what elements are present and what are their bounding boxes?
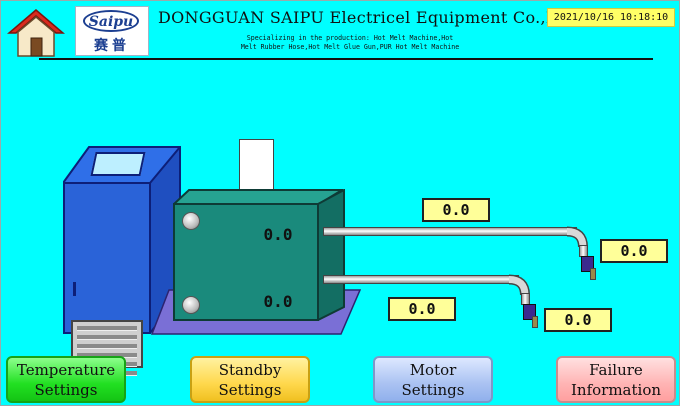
motor-settings-label-2: Settings: [401, 380, 465, 399]
glue-gun-upper-nozzle: [590, 268, 596, 280]
motor-settings-label-1: Motor: [409, 360, 457, 379]
standby-settings-label-2: Settings: [218, 380, 282, 399]
standby-settings-button[interactable]: Standby Settings: [190, 356, 310, 403]
temperature-settings-button[interactable]: Temperature Settings: [6, 356, 126, 403]
hose-upper: [323, 227, 577, 236]
failure-information-label-2: Information: [570, 380, 662, 399]
header-divider: [39, 58, 653, 60]
cabinet-display-window: [90, 152, 146, 176]
hose-lower: [323, 275, 519, 284]
home-button[interactable]: [6, 7, 66, 59]
logo-brand-cn: 赛普: [94, 38, 130, 54]
temperature-settings-label-2: Settings: [34, 380, 98, 399]
hose-upper-temperature[interactable]: 0.0: [422, 198, 490, 222]
home-icon: [6, 9, 66, 57]
tank-side: [317, 189, 345, 321]
temperature-settings-label-1: Temperature: [16, 360, 116, 379]
tagline-line-1: Specializing in the production: Hot Melt…: [246, 34, 454, 42]
logo-brand: Saipu: [83, 10, 139, 32]
tagline-line-2: Melt Rubber Hose,Hot Melt Glue Gun,PUR H…: [240, 43, 460, 51]
failure-information-label-1: Failure: [589, 360, 643, 379]
hose-lower-bend: [509, 274, 530, 296]
company-name: DONGGUAN SAIPU Electricel Equipment Co.,…: [158, 8, 575, 27]
hose-upper-bend: [567, 226, 588, 248]
gun-upper-temperature[interactable]: 0.0: [600, 239, 668, 263]
tank-lower-temperature: 0.0: [263, 292, 293, 311]
hose-lower-temperature[interactable]: 0.0: [388, 297, 456, 321]
tank-lower-knob: [182, 296, 200, 314]
datetime-display: 2021/10/16 10:18:10: [547, 8, 675, 27]
motor-settings-button[interactable]: Motor Settings: [373, 356, 493, 403]
glue-gun-lower-nozzle: [532, 316, 538, 328]
tank-upper-temperature: 0.0: [263, 225, 293, 244]
tank-upper-knob: [182, 212, 200, 230]
company-logo: Saipu 赛普: [75, 6, 149, 56]
failure-information-button[interactable]: Failure Information: [556, 356, 676, 403]
glue-tank: [151, 189, 365, 337]
cabinet-front: [63, 182, 151, 376]
standby-settings-label-1: Standby: [218, 360, 282, 379]
control-cabinet: [63, 146, 181, 376]
cabinet-door-handle: [73, 282, 76, 296]
gun-lower-temperature[interactable]: 0.0: [544, 308, 612, 332]
